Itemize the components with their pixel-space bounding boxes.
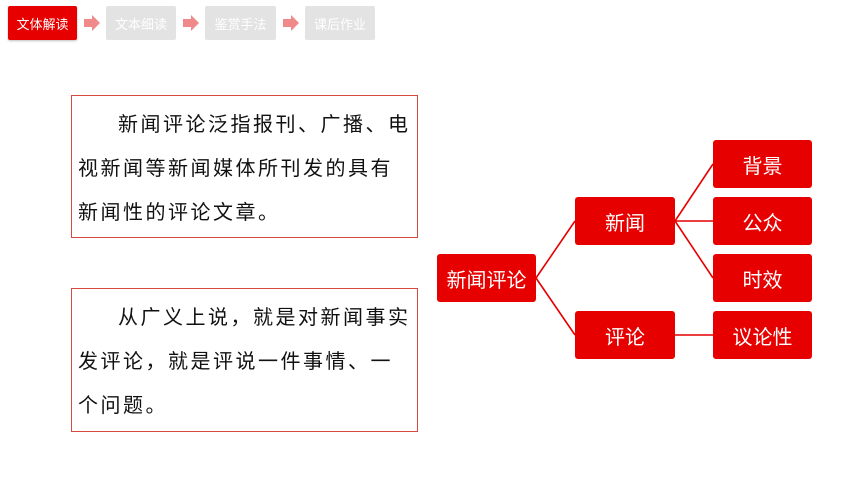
mindmap-news-node: 新闻	[575, 197, 675, 245]
tab-appreciation[interactable]: 鉴赏手法	[205, 6, 276, 40]
mindmap-timeliness-node: 时效	[713, 254, 812, 302]
broad-sense-box: 从广义上说，就是对新闻事实发评论，就是评说一件事情、一个问题。	[71, 288, 418, 432]
definition-text: 新闻评论泛指报刊、广播、电视新闻等新闻媒体所刊发的具有新闻性的评论文章。	[78, 112, 411, 224]
broad-sense-text: 从广义上说，就是对新闻事实发评论，就是评说一件事情、一个问题。	[78, 305, 411, 417]
mindmap-argumentative-node: 议论性	[713, 311, 812, 359]
definition-box: 新闻评论泛指报刊、广播、电视新闻等新闻媒体所刊发的具有新闻性的评论文章。	[71, 95, 418, 238]
right-arrow-icon	[84, 15, 100, 31]
mindmap-comment-node: 评论	[575, 311, 675, 359]
tab-genre-reading[interactable]: 文体解读	[8, 6, 77, 40]
tab-close-reading[interactable]: 文本细读	[106, 6, 176, 40]
mindmap-public-node: 公众	[713, 197, 812, 245]
right-arrow-icon	[183, 15, 199, 31]
mindmap-background-node: 背景	[713, 140, 812, 188]
mindmap-root-node: 新闻评论	[437, 254, 536, 302]
right-arrow-icon	[283, 15, 299, 31]
tab-homework[interactable]: 课后作业	[305, 6, 375, 40]
